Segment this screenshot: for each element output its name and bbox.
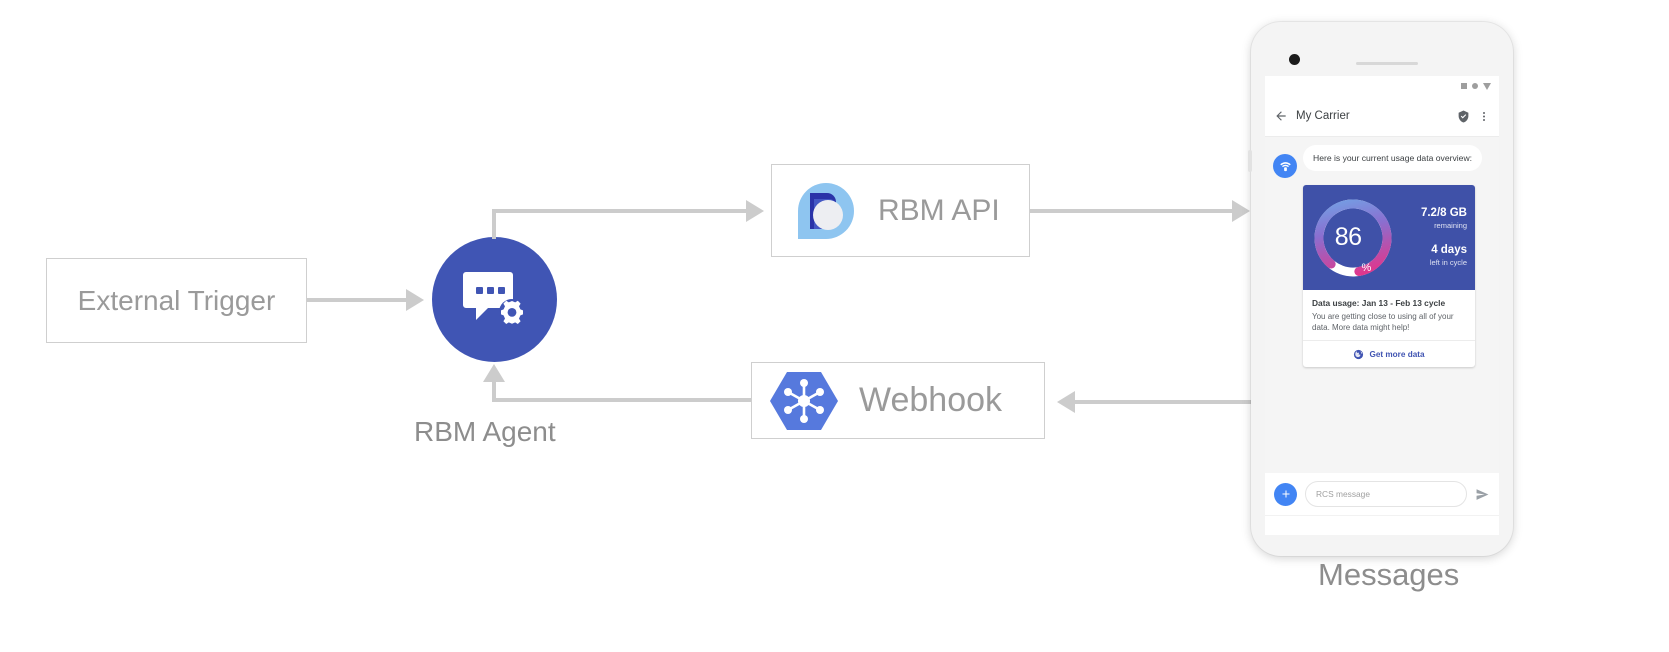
external-trigger-node[interactable]: External Trigger <box>46 258 307 343</box>
rcs-message-placeholder: RCS message <box>1316 489 1370 499</box>
get-more-data-button[interactable]: Get more data <box>1303 340 1475 367</box>
incoming-message-row: Here is your current usage data overview… <box>1273 145 1491 178</box>
card-description: You are getting close to using all of yo… <box>1312 312 1454 333</box>
earpiece-grille <box>1356 62 1418 65</box>
message-bubble: Here is your current usage data overview… <box>1303 145 1483 172</box>
external-trigger-label: External Trigger <box>77 284 276 316</box>
front-camera <box>1289 54 1300 65</box>
square-icon <box>1461 83 1467 89</box>
rbm-api-node[interactable]: RBM API <box>771 164 1030 257</box>
usage-gauge: 86 % <box>1307 192 1399 284</box>
send-icon[interactable] <box>1475 487 1490 502</box>
connector-rbm-api-to-device <box>1030 209 1235 213</box>
connector-agent-to-rbm-api <box>492 209 747 213</box>
status-bar <box>1265 76 1499 96</box>
signal-triangle-icon <box>1483 82 1491 90</box>
connector-webhook-to-agent <box>492 398 751 402</box>
stat-data-secondary: remaining <box>1434 220 1467 230</box>
messages-device: My Carrier <box>1248 22 1513 556</box>
message-composer: RCS message <box>1265 473 1499 515</box>
gauge-percent-value: 86 <box>1334 223 1362 251</box>
gauge-percent: 86 % <box>1307 192 1399 284</box>
connector-trigger-to-agent <box>307 298 407 302</box>
chat-gear-icon <box>462 271 525 325</box>
rcs-message-input[interactable]: RCS message <box>1305 481 1467 507</box>
app-bar-title: My Carrier <box>1296 110 1350 122</box>
verified-shield-icon <box>1458 110 1469 122</box>
power-button[interactable] <box>1248 150 1252 172</box>
phone-bottom-bezel <box>1265 519 1499 535</box>
phone-screen: My Carrier <box>1265 76 1499 519</box>
connector-device-to-webhook <box>1075 400 1253 404</box>
stat-data-primary: 7.2/8 GB <box>1420 206 1467 219</box>
arrowhead-webhook-to-agent <box>483 364 505 382</box>
webhook-node[interactable]: Webhook <box>751 362 1045 439</box>
stat-days-primary: 4 days <box>1431 244 1467 256</box>
conversation-thread: Here is your current usage data overview… <box>1265 137 1499 473</box>
stat-divider <box>1399 231 1467 244</box>
back-arrow-icon[interactable] <box>1274 109 1288 123</box>
arrowhead-device-to-webhook <box>1057 391 1075 413</box>
arrowhead-agent-to-rbm-api <box>746 200 764 222</box>
circle-icon <box>1472 83 1478 89</box>
card-media: 86 % 7.2/8 GB remaining 4 days left in c… <box>1303 185 1475 290</box>
card-stats: 7.2/8 GB remaining 4 days left in cycle <box>1399 207 1475 269</box>
app-bar: My Carrier <box>1265 96 1499 137</box>
rbm-droplet-icon <box>798 182 854 239</box>
hexagon-nodes-icon <box>770 371 838 430</box>
rbm-api-label: RBM API <box>878 193 1000 227</box>
rbm-agent-label: RBM Agent <box>414 416 556 447</box>
card-title: Data usage: Jan 13 - Feb 13 cycle <box>1312 298 1446 308</box>
android-nav-bar <box>1265 515 1499 519</box>
gauge-percent-symbol: % <box>1361 261 1372 274</box>
stat-days-secondary: left in cycle <box>1429 257 1467 267</box>
card-text: Data usage: Jan 13 - Feb 13 cycle You ar… <box>1303 290 1475 340</box>
rbm-agent-node[interactable] <box>432 237 557 362</box>
device-label: Messages <box>1318 557 1460 592</box>
arrowhead-trigger-to-agent <box>406 289 424 311</box>
plus-icon[interactable] <box>1274 482 1297 506</box>
globe-icon <box>1354 349 1364 359</box>
overflow-menu-icon[interactable] <box>1478 110 1490 123</box>
connector-agent-up <box>492 209 496 239</box>
phone-top-bezel <box>1251 22 1513 88</box>
get-more-data-label: Get more data <box>1369 349 1425 359</box>
arrowhead-rbm-api-to-device <box>1232 200 1250 222</box>
connector-agent-up-return <box>492 382 496 400</box>
carrier-wifi-avatar-icon <box>1273 154 1297 178</box>
webhook-label: Webhook <box>859 381 1003 419</box>
rich-card[interactable]: 86 % 7.2/8 GB remaining 4 days left in c… <box>1303 185 1475 368</box>
